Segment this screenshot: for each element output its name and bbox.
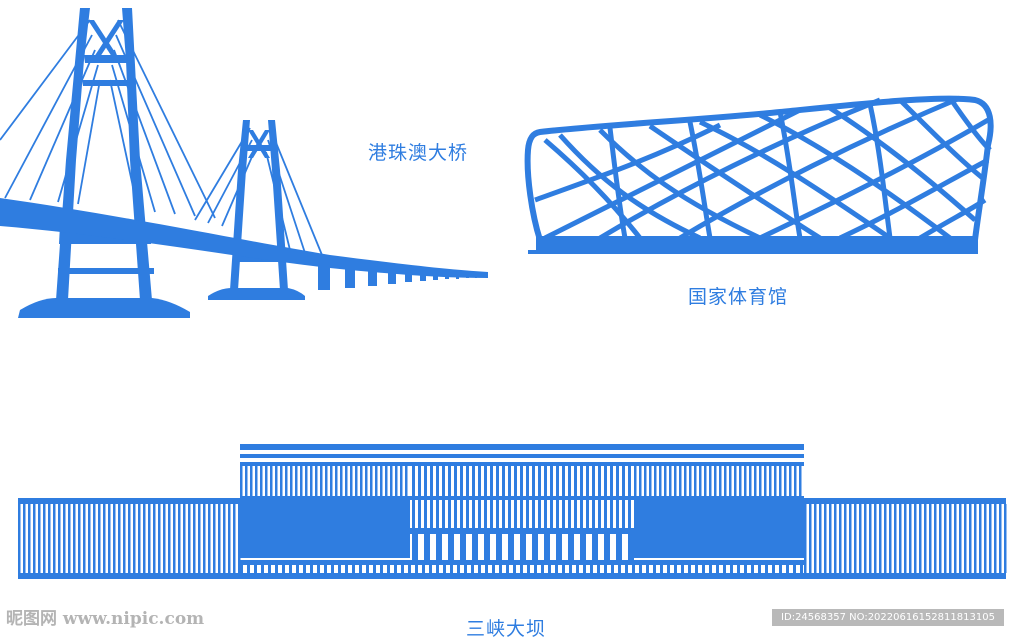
dam-label: 三峡大坝 [466,618,547,640]
stadium-label: 国家体育馆 [688,286,789,308]
bridge-label: 港珠澳大桥 [368,142,469,164]
three-gorges-dam-illustration [18,444,1007,579]
hong-kong-zhuhai-macau-bridge-illustration [0,8,488,318]
bird-nest-stadium-illustration [524,95,994,254]
dam-vertical-bars [18,462,1007,573]
watermark-id: ID:24568357 NO:20220616152811813105 [772,609,1004,626]
watermark-site-name: 昵图网 www.nipic.com [6,609,205,629]
